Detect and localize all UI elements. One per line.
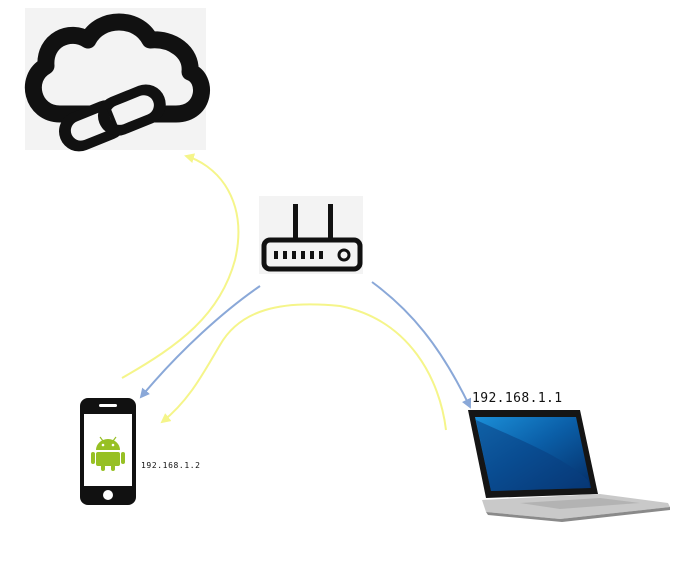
phone-ip-label: 192.168.1.2 <box>141 461 201 470</box>
laptop-ip-label: 192.168.1.1 <box>472 391 563 406</box>
router-to-laptop-link <box>371 281 472 409</box>
android-logo-icon <box>91 436 125 471</box>
phone-to-cloud-link <box>121 153 240 379</box>
laptop-to-phone-link <box>160 303 447 431</box>
wifi-router-icon <box>259 196 363 274</box>
laptop-icon <box>468 410 670 522</box>
router-to-phone-link <box>139 285 261 399</box>
cloud-link-icon <box>24 8 210 152</box>
android-phone-icon <box>80 398 136 505</box>
